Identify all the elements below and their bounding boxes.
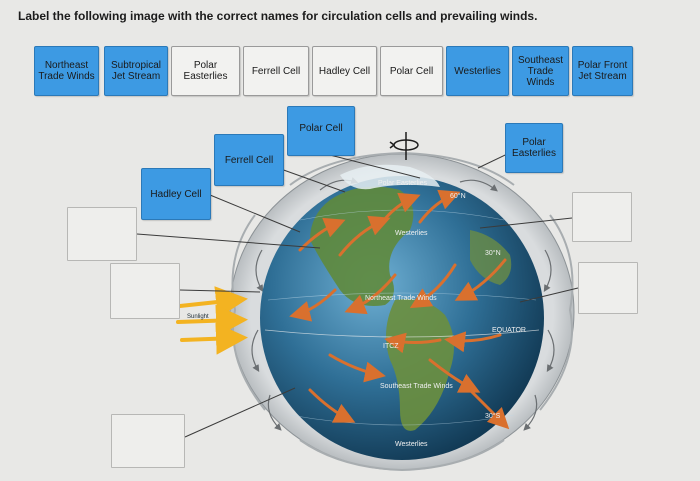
drop-zone-right-2[interactable] (578, 262, 638, 314)
bank-item-polar-cell[interactable]: Polar Cell (380, 46, 443, 96)
leader-lines (136, 147, 579, 438)
drop-zone-left-1[interactable] (67, 207, 137, 261)
placed-label-polar-easterlies[interactable]: Polar Easterlies (505, 123, 563, 173)
placed-label-ferrell-cell[interactable]: Ferrell Cell (214, 134, 284, 186)
wind-arrows (289, 189, 510, 430)
globe-label-30s: 30°S (485, 412, 501, 420)
globe-label-itcz: ITCZ (383, 343, 399, 350)
globe-label-sunlight: Sunlight (187, 314, 209, 320)
globe-text-labels: Polar Easterlies 60°N Westerlies 30°N No… (187, 180, 526, 448)
sunlight-arrows (176, 286, 248, 355)
globe-label-northeast-trade-winds: Northeast Trade Winds (365, 295, 437, 302)
globe-label-30n: 30°N (485, 249, 501, 257)
bank-item-northeast-trade-winds[interactable]: Northeast Trade Winds (34, 46, 99, 96)
globe-label-westerlies-south: Westerlies (395, 441, 428, 448)
placed-label-polar-cell[interactable]: Polar Cell (287, 106, 355, 156)
bank-item-polar-easterlies[interactable]: Polar Easterlies (171, 46, 240, 96)
globe-label-southeast-trade-winds: Southeast Trade Winds (380, 383, 453, 390)
drop-zone-left-3[interactable] (111, 414, 185, 468)
drop-zone-left-2[interactable] (110, 263, 180, 319)
drop-zone-right-1[interactable] (572, 192, 632, 242)
bank-item-ferrell-cell[interactable]: Ferrell Cell (243, 46, 309, 96)
bank-item-subtropical-jet-stream[interactable]: Subtropical Jet Stream (104, 46, 168, 96)
globe-label-60n: 60°N (450, 192, 466, 200)
bank-item-hadley-cell[interactable]: Hadley Cell (312, 46, 377, 96)
globe-label-westerlies-north: Westerlies (395, 230, 428, 237)
bank-item-polar-front-jet-stream[interactable]: Polar Front Jet Stream (572, 46, 633, 96)
question-instructions: Label the following image with the corre… (18, 9, 538, 23)
bank-item-westerlies[interactable]: Westerlies (446, 46, 509, 96)
placed-label-hadley-cell[interactable]: Hadley Cell (141, 168, 211, 220)
earth-rotation-icon (389, 132, 419, 160)
globe-label-equator: EQUATOR (492, 327, 526, 334)
bank-item-southeast-trade-winds[interactable]: Southeast Trade Winds (512, 46, 569, 96)
globe-label-polar-easterlies: Polar Easterlies (378, 180, 428, 187)
